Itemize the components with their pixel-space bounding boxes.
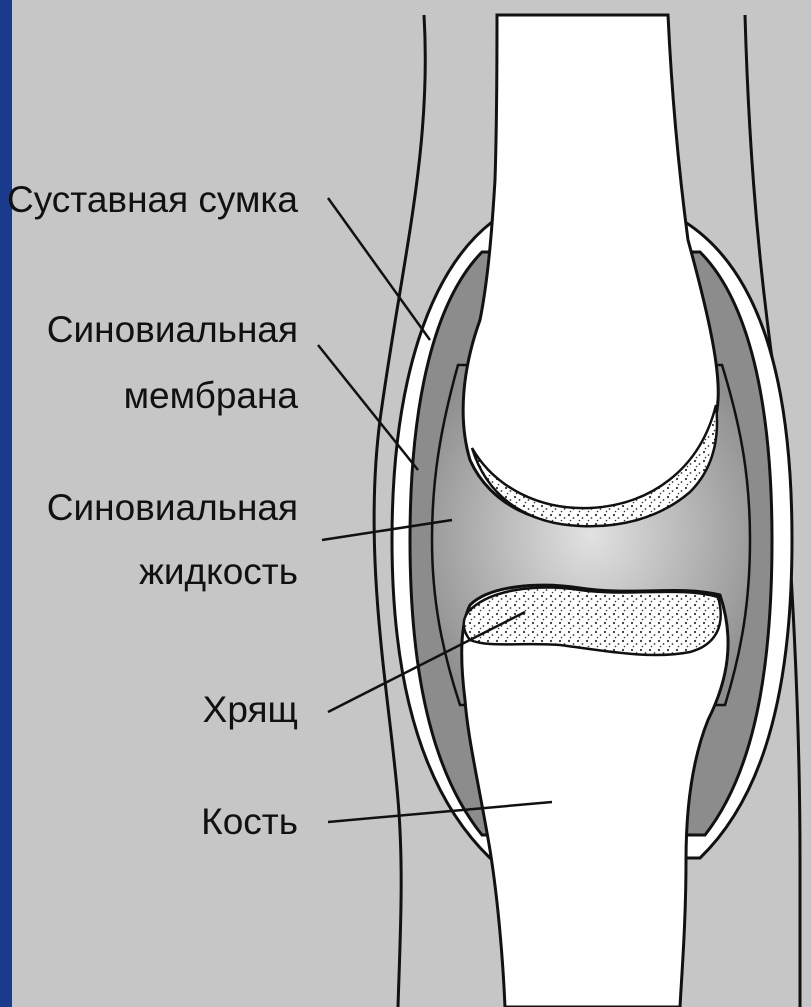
label-fluid-line2: жидкость (139, 551, 298, 592)
label-capsule: Суставная сумка (7, 179, 298, 220)
lower-cartilage (464, 588, 721, 655)
leader-capsule (328, 198, 430, 340)
label-membrane-line1: Синовиальная (47, 309, 298, 350)
label-fluid-line1: Синовиальная (47, 487, 298, 528)
label-bone: Кость (201, 801, 298, 842)
label-membrane-line2: мембрана (124, 375, 299, 416)
upper-bone (463, 15, 718, 523)
label-cartilage: Хрящ (203, 689, 298, 730)
